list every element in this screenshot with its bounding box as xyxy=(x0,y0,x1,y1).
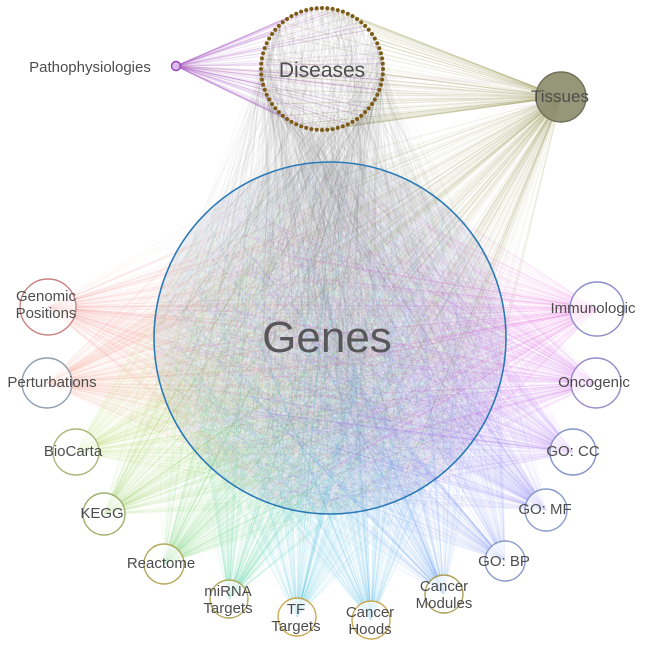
node-pathophysiologies[interactable] xyxy=(170,60,182,72)
node-label-go-cc: GO: CC xyxy=(546,443,600,460)
edge-bundle-cancer-hoods xyxy=(154,165,498,621)
node-cancer-modules[interactable] xyxy=(424,574,464,614)
edge-bundle-diseases-to-genes xyxy=(154,7,505,509)
edge-bundle-perturbations xyxy=(46,167,485,514)
genes-fill xyxy=(154,162,506,514)
node-label-diseases: Diseases xyxy=(279,59,365,82)
node-tf-targets[interactable] xyxy=(277,597,317,637)
node-label-genes: Genes xyxy=(262,313,392,362)
edge-bundle-pathophysiologies-to-diseases xyxy=(175,7,383,131)
node-label-go-bp: GO: BP xyxy=(478,553,530,570)
node-go-cc[interactable] xyxy=(549,428,597,476)
node-label-tissues: Tissues xyxy=(531,87,589,106)
edge-bundle-mirna-targets xyxy=(164,180,495,600)
node-label-reactome: Reactome xyxy=(127,555,195,572)
edge-bundle-go-cc xyxy=(177,169,574,507)
node-label-kegg: KEGG xyxy=(80,505,123,522)
edge-bundle-biocarta xyxy=(75,171,498,509)
edge-bundle-genomic-positions xyxy=(47,170,503,507)
edge-bundle-go-mf xyxy=(177,165,547,511)
node-genomic-positions[interactable] xyxy=(19,278,77,336)
edge-bundle-reactome xyxy=(153,166,496,565)
node-reactome[interactable] xyxy=(143,543,185,585)
node-tissues[interactable] xyxy=(535,71,587,123)
edge-bundle-go-bp xyxy=(159,164,506,562)
node-label-perturbations: Perturbations xyxy=(7,374,96,391)
genes-node[interactable] xyxy=(153,161,507,515)
node-kegg[interactable] xyxy=(82,492,126,536)
node-label-immunologic: Immunologic xyxy=(550,300,636,317)
node-label-pathophysiologies: Pathophysiologies xyxy=(29,59,151,76)
edge-bundle-oncogenic xyxy=(168,174,597,512)
edge-bundle-tissues xyxy=(155,96,562,514)
node-immunologic[interactable] xyxy=(569,281,625,337)
node-go-bp[interactable] xyxy=(484,540,526,582)
edge-bundle-immunologic xyxy=(155,172,598,504)
node-label-biocarta: BioCarta xyxy=(44,443,103,460)
node-mirna-targets[interactable] xyxy=(209,579,249,619)
node-oncogenic[interactable] xyxy=(570,357,622,409)
node-biocarta[interactable] xyxy=(52,428,100,476)
node-perturbations[interactable] xyxy=(21,357,73,409)
edge-bundle-pathophysiologies-to-tissues xyxy=(175,65,578,119)
node-go-mf[interactable] xyxy=(524,488,568,532)
node-label-oncogenic: Oncogenic xyxy=(558,374,630,391)
node-label-go-mf: GO: MF xyxy=(518,501,571,518)
edge-bundle-kegg xyxy=(103,164,505,515)
edge-bundle-cancer-modules xyxy=(159,169,500,595)
diseases-ring[interactable] xyxy=(259,6,385,132)
node-cancer-hoods[interactable] xyxy=(351,600,391,640)
